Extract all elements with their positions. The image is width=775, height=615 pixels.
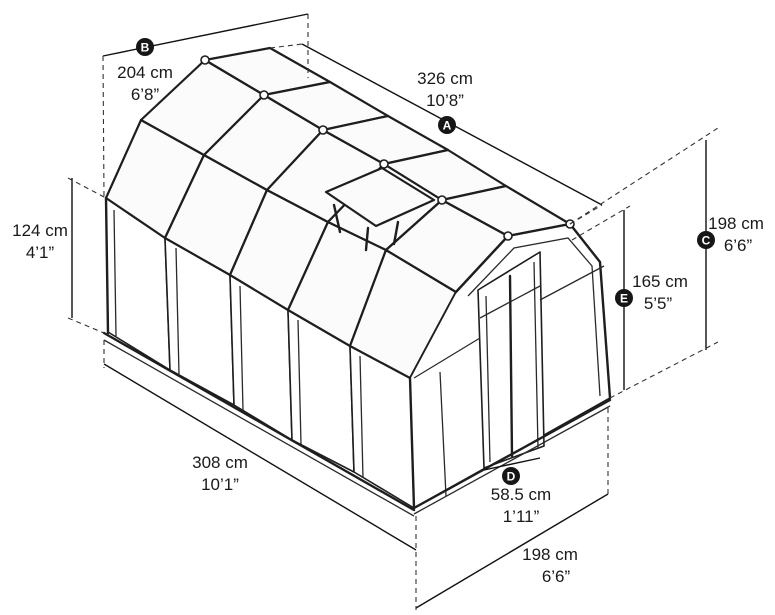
side-base-rail <box>102 331 416 512</box>
dim-length-metric: 308 cm <box>192 453 248 472</box>
dim-side-height-imperial: 4’1” <box>26 243 55 262</box>
badge-e <box>615 289 633 307</box>
joint-node <box>437 195 447 205</box>
badge-b <box>136 38 154 56</box>
dim-a-metric: 326 cm <box>417 69 473 88</box>
dim-b-imperial: 6’8” <box>131 85 160 104</box>
front-gable <box>409 222 612 515</box>
label-e: E 165 cm 5’5” <box>615 272 688 313</box>
dim-d-metric: 58.5 cm <box>491 485 551 504</box>
joint-node <box>503 231 513 241</box>
dim-guides-side-height <box>67 177 107 334</box>
badge-d <box>502 467 520 485</box>
joint-node <box>379 159 389 169</box>
label-width: 198 cm 6’6” <box>522 545 578 586</box>
badge-e-letter: E <box>620 292 628 306</box>
label-a: 326 cm 10’8” A <box>417 69 473 134</box>
dim-line-d <box>483 457 541 471</box>
corner-posts <box>104 196 416 510</box>
dim-width-imperial: 6’6” <box>542 567 571 586</box>
dim-guides-a <box>269 43 603 225</box>
dim-e-imperial: 5’5” <box>644 294 673 313</box>
dim-c-imperial: 6’6” <box>724 236 753 255</box>
dim-d-imperial: 1’11” <box>503 507 540 526</box>
roof-vent <box>324 166 436 252</box>
panel-inner-lines <box>113 209 364 479</box>
dim-guides-length <box>103 340 417 552</box>
roof-vent-arms <box>332 203 400 252</box>
dim-guides-width <box>415 408 609 610</box>
badge-c-letter: C <box>702 234 711 248</box>
frame-joints <box>200 55 575 241</box>
dim-b-metric: 204 cm <box>117 63 173 82</box>
roof-upper <box>139 58 510 294</box>
dim-e-metric: 165 cm <box>632 272 688 291</box>
label-b: B 204 cm 6’8” <box>117 38 173 104</box>
dim-guides-c <box>569 127 719 399</box>
badge-b-letter: B <box>141 41 150 55</box>
door-split <box>508 274 514 458</box>
dim-side-height-metric: 124 cm <box>12 221 68 240</box>
badge-d-letter: D <box>507 470 516 484</box>
roof-top <box>203 46 572 238</box>
label-d: D 58.5 cm 1’11” <box>491 467 551 526</box>
dim-width-metric: 198 cm <box>522 545 578 564</box>
dim-c-metric: 198 cm <box>708 214 764 233</box>
joint-node <box>200 55 210 65</box>
dim-line-width <box>415 493 609 609</box>
dim-guides-e <box>571 205 631 241</box>
side-base-rail-lower <box>103 339 415 517</box>
dim-line-b <box>102 13 309 57</box>
dim-a-imperial: 10’8” <box>426 91 464 110</box>
badge-a-letter: A <box>443 119 452 133</box>
label-side-height: 124 cm 4’1” <box>12 221 68 262</box>
dim-guides-b <box>102 14 309 199</box>
dim-line-length <box>103 363 417 551</box>
label-length: 308 cm 10’1” <box>192 453 248 494</box>
front-base-rail-lower <box>413 405 611 515</box>
front-base-rail <box>412 398 612 510</box>
dim-length-imperial: 10’1” <box>201 475 239 494</box>
badge-c <box>697 231 715 249</box>
gable-panel-lines <box>413 265 605 497</box>
label-c: C 198 cm 6’6” <box>697 214 764 255</box>
roof-vent-lid <box>324 166 436 228</box>
greenhouse-illustration <box>102 46 612 517</box>
roof-lower <box>104 118 458 380</box>
joint-node <box>259 90 269 100</box>
badge-a <box>438 116 456 134</box>
gable-inner-outline <box>467 237 601 397</box>
joint-node <box>318 125 328 135</box>
